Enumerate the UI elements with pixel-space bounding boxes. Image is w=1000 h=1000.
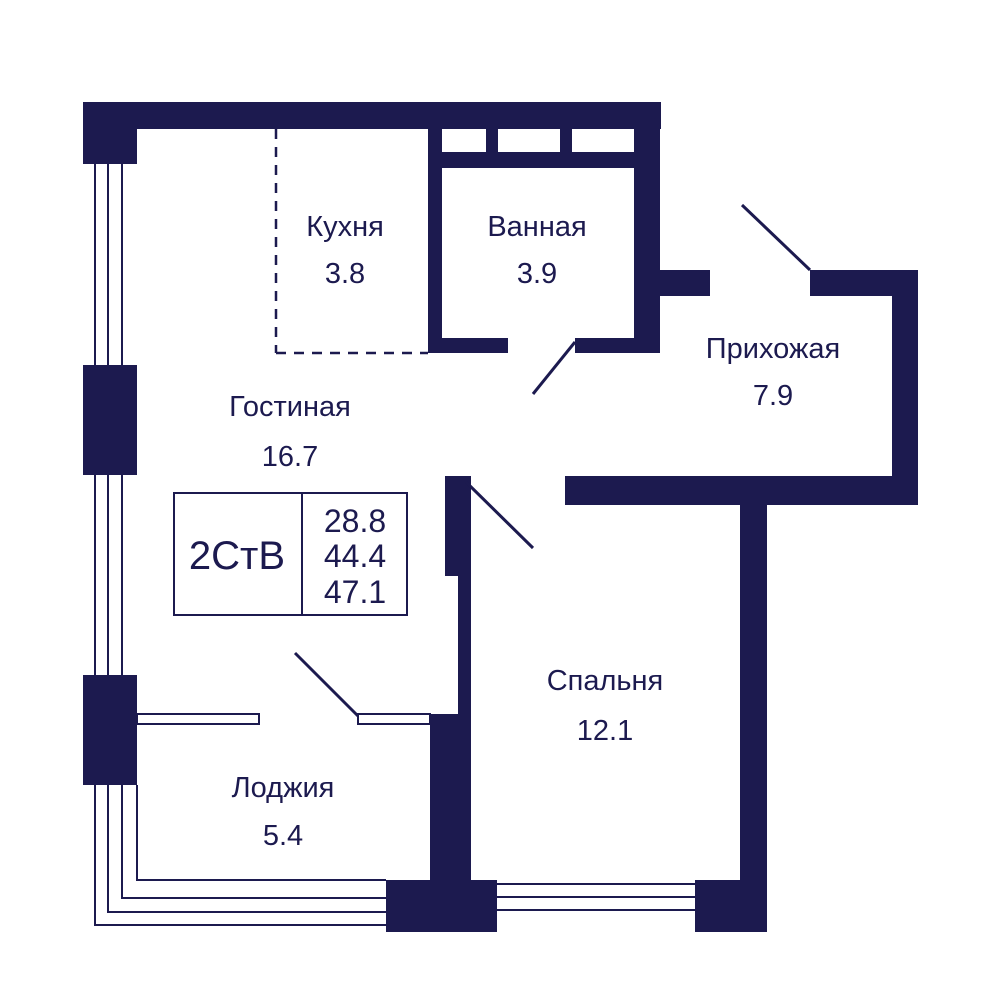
apartment-type-code: 2СтВ — [189, 534, 285, 578]
wall-bath-bottom-right — [575, 338, 660, 353]
hallway-name: Прихожая — [706, 333, 840, 365]
bathroom-area: 3.9 — [517, 258, 557, 290]
wall-bottom-block-right — [695, 880, 767, 932]
loggia-area: 5.4 — [263, 820, 303, 852]
wall-shaft-divider-1 — [486, 129, 498, 154]
window-lines — [94, 153, 695, 926]
bedroom-area: 12.1 — [577, 715, 633, 747]
doors — [293, 203, 812, 718]
wall-bottom-block-mid — [472, 880, 497, 932]
wall-bottom-block-left — [386, 880, 472, 932]
area-total: 44.4 — [324, 538, 386, 574]
wall-corner-top-left — [83, 102, 137, 164]
hallway-area: 7.9 — [753, 380, 793, 412]
door-loggia — [293, 651, 360, 718]
bedroom-name: Спальня — [547, 665, 664, 697]
kitchen-name: Кухня — [306, 211, 384, 243]
living-area: 16.7 — [262, 441, 318, 473]
wall-bath-bottom-left — [428, 338, 508, 353]
wall-bath-right — [634, 129, 660, 353]
wall-loggia-right — [430, 714, 470, 890]
door-bathroom — [531, 341, 577, 395]
bathroom-name: Ванная — [487, 211, 586, 243]
area-with-loggia: 47.1 — [324, 574, 386, 610]
loggia-name: Лоджия — [232, 772, 335, 804]
wall-left-pillar-low — [83, 675, 137, 785]
wall-top — [83, 102, 661, 129]
wall-left-pillar-mid — [83, 365, 137, 475]
kitchen-area: 3.8 — [325, 258, 365, 290]
wall-hall-right — [892, 270, 918, 505]
apartment-summary-box: 2СтВ 28.8 44.4 47.1 — [173, 492, 408, 616]
wall-bath-left — [428, 129, 442, 353]
kitchen-zone-divider — [274, 129, 428, 355]
wall-entrance-left — [634, 270, 710, 296]
wall-bedroom-right — [740, 490, 767, 930]
room-labels: Кухня 3.8 Ванная 3.9 Прихожая 7.9 Гостин… — [229, 211, 840, 852]
wall-bath-mid — [428, 152, 660, 168]
area-living: 28.8 — [324, 503, 386, 539]
walls — [83, 102, 918, 932]
living-name: Гостиная — [229, 391, 351, 423]
door-bedroom — [464, 480, 535, 550]
wall-shaft-divider-2 — [560, 129, 572, 154]
door-entrance — [740, 203, 812, 272]
